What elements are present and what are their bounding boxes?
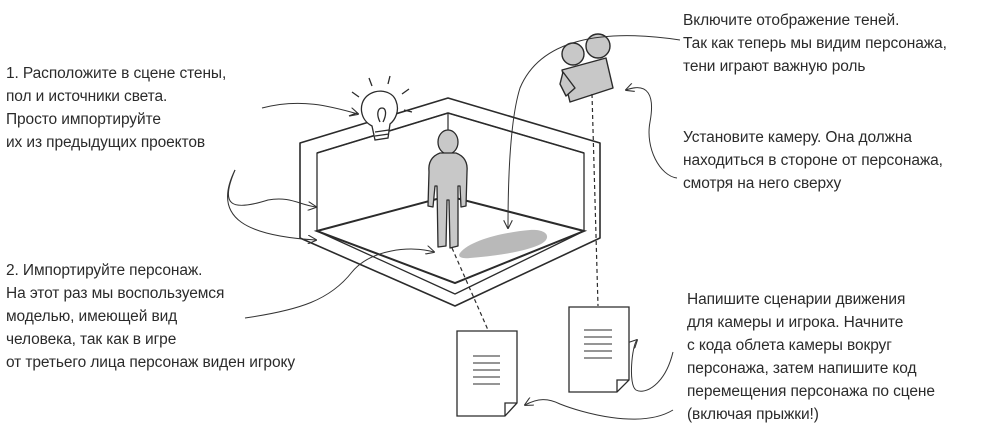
character-shadow <box>459 229 548 259</box>
note-line: (включая прыжки!) <box>687 406 819 423</box>
note-line: Так как теперь мы видим персонажа, <box>683 35 947 52</box>
note-line: моделью, имеющей вид <box>6 308 178 325</box>
note-line: Включите отображение теней. <box>683 12 900 29</box>
note-line: Установите камеру. Она должна <box>683 129 912 146</box>
note-camera-setup: Установите камеру. Она должна находиться… <box>683 126 943 195</box>
character-figure <box>427 129 468 249</box>
script-document-icon <box>568 306 630 393</box>
callout-arrows <box>227 35 681 420</box>
script-links <box>451 93 599 331</box>
note-line: человека, так как в игре <box>6 331 177 348</box>
note-line: тени играют важную роль <box>683 58 866 75</box>
note-line: для камеры и игрока. Начните <box>687 314 904 331</box>
note-line: их из предыдущих проектов <box>6 134 206 151</box>
script-document-icon <box>456 330 518 417</box>
note-line: 1. Расположите в сцене стены, <box>6 65 227 82</box>
note-line: Напишите сценарии движения <box>687 291 906 308</box>
note-line: от третьего лица персонаж виден игроку <box>6 354 295 371</box>
note-write-scripts: Напишите сценарии движения для камеры и … <box>687 288 935 426</box>
note-scene-setup: 1. Расположите в сцене стены, пол и исто… <box>6 62 226 154</box>
note-line: находиться в стороне от персонажа, <box>683 152 943 169</box>
light-bulb-icon <box>348 75 413 141</box>
note-line: перемещения персонажа по сцене <box>687 383 935 400</box>
note-line: пол и источники света. <box>6 88 168 105</box>
movie-camera-icon <box>559 33 614 103</box>
note-line: смотря на него сверху <box>683 175 842 192</box>
note-enable-shadows: Включите отображение теней. Так как тепе… <box>683 9 947 78</box>
note-line: 2. Импортируйте персонаж. <box>6 262 203 279</box>
note-line: Просто импортируйте <box>6 111 161 128</box>
note-import-character: 2. Импортируйте персонаж. На этот раз мы… <box>6 259 295 374</box>
note-line: На этот раз мы воспользуемся <box>6 285 225 302</box>
note-line: персонажа, затем напишите код <box>687 360 917 377</box>
note-line: с кода облета камеры вокруг <box>687 337 892 354</box>
